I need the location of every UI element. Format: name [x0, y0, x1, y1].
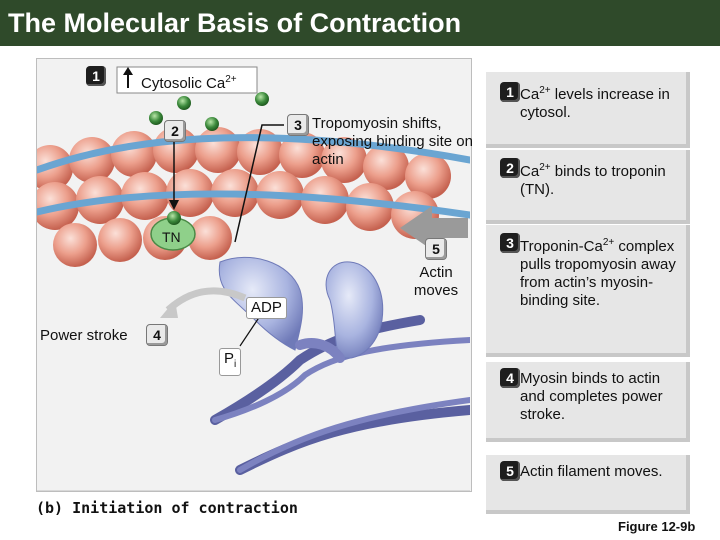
- diagram-badge-3: 3: [287, 114, 309, 136]
- page-title: The Molecular Basis of Contraction: [8, 8, 462, 38]
- step-text-1: Ca2+ levels increase in cytosol.: [520, 85, 670, 121]
- step-text-2: Ca2+ binds to troponin (TN).: [520, 162, 666, 198]
- step-badge-5: 5: [500, 461, 520, 481]
- adp-label: ADP: [246, 297, 287, 319]
- diagram-badge-5: 5: [425, 238, 447, 260]
- step-badge-1: 1: [500, 82, 520, 102]
- step-text-4: Myosin binds to actin and completes powe…: [520, 370, 663, 423]
- actin-filament-lower: [53, 216, 232, 267]
- tropomyosin-strand-lower: [37, 190, 470, 219]
- step-badge-2: 2: [500, 158, 520, 178]
- figure-number: Figure 12-9b: [618, 519, 696, 534]
- step-badge-4: 4: [500, 368, 520, 388]
- diagram-badge-4: 4: [146, 324, 168, 346]
- step-text-5: Actin filament moves.: [520, 463, 663, 480]
- step-panel-3: 3 Troponin-Ca2+ complex pulls tropomyosi…: [486, 225, 690, 357]
- actin-moves-arrow: [400, 206, 468, 250]
- cytosolic-calcium-indicator: [116, 66, 258, 94]
- calcium-ions: [149, 92, 269, 225]
- actin-moves-label: Actin moves: [413, 264, 459, 299]
- tropomyosin-strand-upper: [37, 134, 470, 174]
- step-panel-2: 2 Ca2+ binds to troponin (TN).: [486, 150, 690, 224]
- step-text-3: Troponin-Ca2+ complex pulls tropomyosin …: [520, 237, 676, 309]
- power-stroke-arrow: [165, 287, 247, 313]
- diagram-badge-2: 2: [164, 120, 186, 142]
- step-panel-5: 5 Actin filament moves.: [486, 455, 690, 514]
- power-stroke-label: Power stroke: [40, 327, 128, 344]
- step-panel-4: 4 Myosin binds to actin and completes po…: [486, 362, 690, 442]
- step-badge-3: 3: [500, 233, 520, 253]
- cytosolic-calcium-label: Cytosolic Ca2+: [141, 74, 237, 92]
- diagram-badge-1: 1: [86, 66, 106, 86]
- diagram-caption: (b) Initiation of contraction: [36, 499, 298, 517]
- phosphate-label: Pi: [219, 348, 242, 376]
- title-bar: The Molecular Basis of Contraction: [0, 0, 720, 46]
- step-panel-1: 1 Ca2+ levels increase in cytosol.: [486, 72, 690, 148]
- tropomyosin-shift-label: Tropomyosin shifts, exposing binding sit…: [312, 115, 473, 168]
- tropomyosin-leader-line: [234, 124, 284, 243]
- troponin-label: TN: [162, 229, 181, 245]
